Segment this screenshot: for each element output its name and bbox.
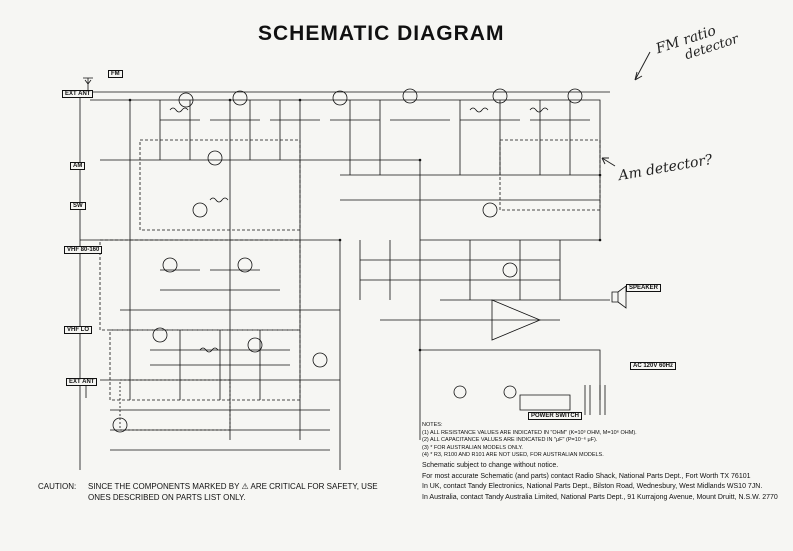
caution-heading: CAUTION: bbox=[38, 482, 77, 491]
note-item: (2) ALL CAPACITANCE VALUES ARE INDICATED… bbox=[422, 437, 598, 443]
label-power-switch: POWER SWITCH bbox=[528, 412, 582, 420]
label-sw: SW bbox=[70, 202, 86, 210]
caution-text-2: ARE CRITICAL FOR SAFETY, USE ONES DESCRI… bbox=[88, 482, 378, 502]
notes-heading: NOTES: bbox=[422, 422, 443, 428]
footer-au-contact: In Australia, contact Tandy Australia Li… bbox=[422, 493, 778, 501]
footer-subject: Schematic subject to change without noti… bbox=[422, 462, 559, 469]
label-ext-ant-2: EXT ANT bbox=[66, 378, 98, 386]
notes-block: NOTES: (1) ALL RESISTANCE VALUES ARE IND… bbox=[422, 422, 782, 460]
footer-contacts: Schematic subject to change without noti… bbox=[422, 461, 787, 503]
label-ac-note: AC 120V 60Hz bbox=[630, 362, 677, 370]
diagram-title: SCHEMATIC DIAGRAM bbox=[258, 22, 505, 45]
label-fm: FM bbox=[108, 70, 123, 78]
label-am: AM bbox=[70, 162, 86, 170]
label-vhf-lo: VHF LO bbox=[64, 326, 92, 334]
note-item: (4) * R3, R100 AND R101 ARE NOT USED, FO… bbox=[422, 452, 604, 458]
label-vhf-hi: VHF 80-160 bbox=[64, 246, 103, 254]
label-ext-ant: EXT ANT bbox=[62, 90, 94, 98]
caution-text: SINCE THE COMPONENTS MARKED BY bbox=[88, 482, 240, 491]
note-item: (3) * FOR AUSTRALIAN MODELS ONLY. bbox=[422, 444, 523, 451]
warning-triangle-icon: ⚠ bbox=[241, 482, 249, 491]
note-item: (1) ALL RESISTANCE VALUES ARE INDICATED … bbox=[422, 429, 637, 436]
footer-uk-contact: In UK, contact Tandy Electronics, Nation… bbox=[422, 483, 763, 490]
label-speaker: SPEAKER bbox=[626, 284, 662, 292]
footer-us-contact: For most accurate Schematic (and parts) … bbox=[422, 472, 751, 480]
